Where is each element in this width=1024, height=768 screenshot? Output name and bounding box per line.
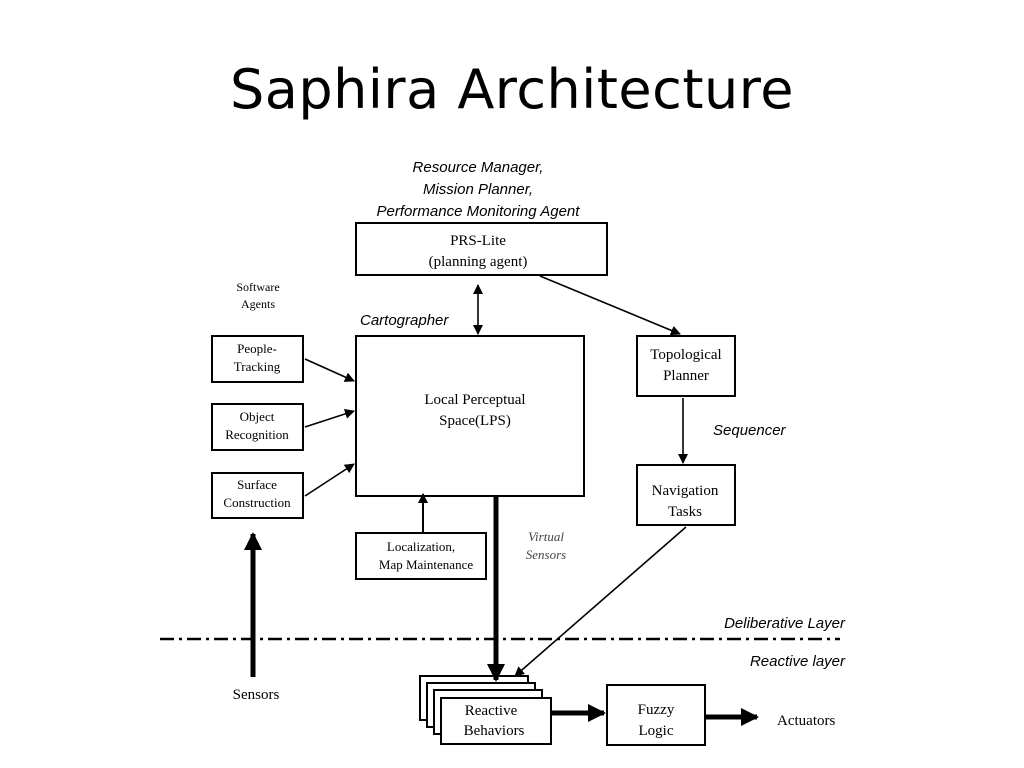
prs-lite-box	[355, 222, 608, 276]
sensors-label: Sensors	[233, 687, 280, 703]
surface-construction-arrow	[304, 463, 355, 497]
people-tracking-label-1: People-	[237, 341, 277, 356]
reactive-behaviors-label-2: Behaviors	[464, 723, 525, 739]
fuzzy-logic-label-2: Logic	[639, 723, 674, 739]
prs-lite-sublabel: (planning agent)	[429, 254, 528, 270]
topological-planner-label-2: Planner	[663, 368, 709, 384]
software-agents-label-1: Software	[236, 280, 279, 294]
navigation-tasks-label-1: Navigation	[652, 483, 719, 499]
lps-label-2: Space(LPS)	[439, 413, 511, 429]
sequencer-label: Sequencer	[713, 422, 787, 439]
prs-lite-label: PRS-Lite	[450, 233, 506, 249]
lps-box	[355, 335, 585, 497]
software-agents-label-2: Agents	[241, 297, 275, 311]
navigation-reactive-arrow	[514, 526, 687, 677]
localization-label-2: Map Maintenance	[379, 557, 473, 572]
caption-performance-agent: Performance Monitoring Agent	[377, 203, 581, 220]
actuators-label: Actuators	[777, 713, 835, 729]
page-title: Saphira Architecture	[230, 58, 794, 121]
surface-construction-box	[211, 472, 304, 519]
people-tracking-box	[211, 335, 304, 383]
fuzzy-logic-box	[606, 684, 706, 746]
localization-box	[355, 532, 487, 580]
caption-resource-manager: Resource Manager,	[413, 159, 544, 176]
reactive-behaviors-label-1: Reactive	[465, 703, 518, 719]
people-tracking-label-2: Tracking	[234, 359, 281, 374]
surface-construction-label-1: Surface	[237, 477, 277, 492]
prs-topological-arrow	[539, 275, 681, 336]
virtual-sensors-label-2: Sensors	[526, 547, 566, 562]
navigation-tasks-label-2: Tasks	[668, 504, 702, 520]
topological-planner-label-1: Topological	[650, 347, 721, 363]
topological-planner-box	[636, 335, 736, 397]
top-caption: Resource Manager, Mission Planner, Perfo…	[377, 159, 581, 220]
fuzzy-logic-label-1: Fuzzy	[638, 702, 675, 718]
object-recognition-label-2: Recognition	[225, 427, 289, 442]
virtual-sensors-label-1: Virtual	[528, 529, 564, 544]
deliberative-layer-label: Deliberative Layer	[724, 615, 846, 632]
people-tracking-arrow	[304, 358, 355, 382]
lps-label-1: Local Perceptual	[424, 392, 525, 408]
caption-mission-planner: Mission Planner,	[423, 181, 533, 198]
surface-construction-label-2: Construction	[223, 495, 291, 510]
reactive-behaviors-box	[440, 697, 552, 745]
object-recognition-box	[211, 403, 304, 451]
localization-label-1: Localization,	[387, 539, 455, 554]
cartographer-label: Cartographer	[360, 312, 449, 329]
navigation-tasks-box	[636, 464, 736, 526]
object-recognition-arrow	[304, 409, 355, 428]
reactive-layer-label: Reactive layer	[750, 653, 846, 670]
object-recognition-label-1: Object	[240, 409, 275, 424]
